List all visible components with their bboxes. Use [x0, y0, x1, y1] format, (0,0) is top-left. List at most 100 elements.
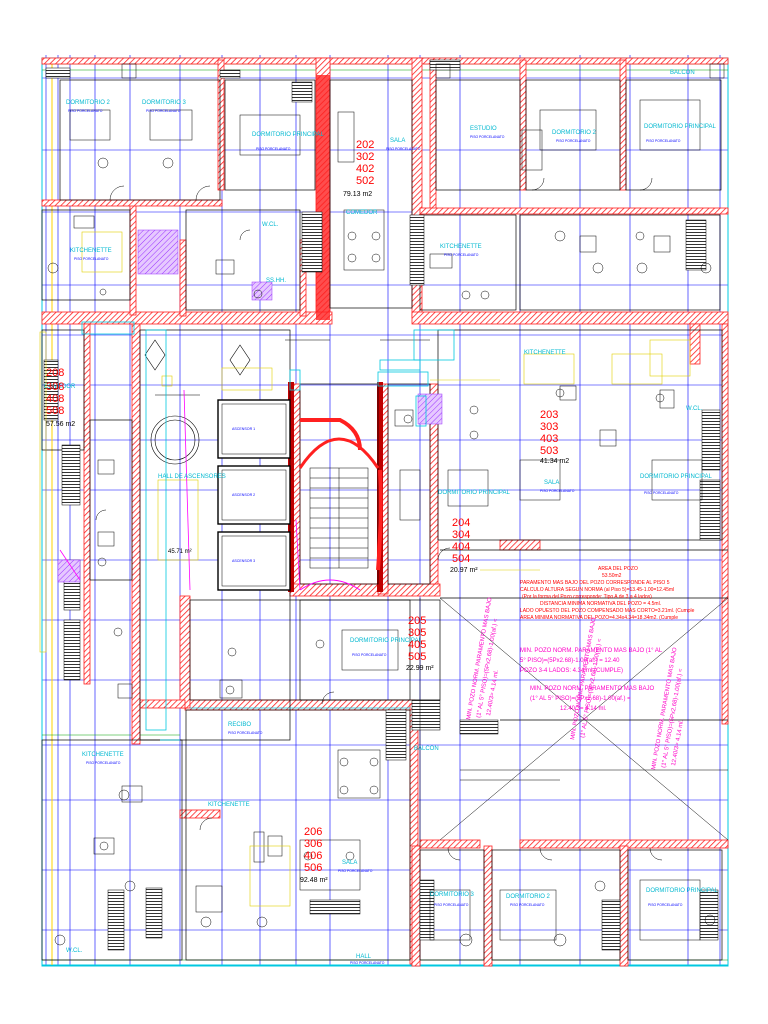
room-dorm2-b: DORMITORIO 2 [552, 130, 597, 136]
fixtures [47, 63, 725, 947]
pozo-line-2: CALCULO ALTURA SEGUN NORMA (al Piso 5)=1… [520, 587, 674, 593]
floor-label: PISO PORCELANATO [540, 489, 575, 493]
unit-202-area: 79.13 m2 [343, 191, 372, 198]
elevator-2-label: ASCENSOR 2 [232, 493, 255, 497]
pozo-calc-6: 12.40/3= 4.14 ml. [560, 706, 607, 712]
floor-label: PISO PORCELANATO [644, 491, 679, 495]
unit-number: 305 [408, 627, 426, 639]
unit-number: 204 [452, 517, 470, 529]
unit-202: 202 302 402 502 [356, 139, 374, 187]
door-swings [95, 177, 663, 861]
room-hall-ascensores: HALL DE ASCENSORES [158, 474, 226, 480]
unit-number: 406 [304, 850, 322, 862]
floor-label: PISO PORCELANATO [386, 147, 421, 151]
unit-number: 306 [304, 838, 322, 850]
room-wcl-b: W.CL. [686, 406, 703, 412]
floor-labels: PISO PORCELANATO PISO PORCELANATO PISO P… [68, 109, 683, 965]
pozo-area: 53.50m2 [602, 573, 622, 579]
lightwell-cross [419, 597, 729, 848]
walls [41, 57, 729, 967]
elevator-1-label: ASCENSOR 1 [232, 427, 255, 431]
floor-label: PISO PORCELANATO [68, 109, 103, 113]
room-dormp-f: DORMITORIO PRINCIPAL [646, 888, 718, 894]
room-balcon-a: BALCON [670, 70, 695, 76]
unit-number: 505 [408, 651, 426, 663]
pozo-line-6: AREA MINIMA NORMATIVA DEL POZO=4.34x4.34… [520, 615, 678, 621]
unit-205: 205 305 405 505 [408, 615, 426, 663]
floor-label: PISO PORCELANATO [86, 761, 121, 765]
room-kitchenette-c: KITCHENETTE [524, 350, 566, 356]
unit-number: 208 [46, 367, 64, 379]
unit-number: 206 [304, 826, 322, 838]
room-recibo: RECIBO [228, 722, 251, 728]
pozo-calc-rotated: MIN. POZO NORM. PARAMENTO MAS BAJO (1° A… [466, 597, 685, 771]
unit-number: 408 [46, 393, 64, 405]
room-dormp-b: DORMITORIO PRINCIPAL [644, 124, 716, 130]
room-wcl-a: W.CL. [262, 222, 279, 228]
room-sshh-a: SS.HH. [266, 278, 286, 284]
pozo-calc-4: MIN. POZO NORM. PARAMENTO MAS BAJO [530, 686, 654, 692]
stair [298, 437, 380, 591]
hall-area: 45.71 m² [168, 549, 192, 555]
unit-203-area: 41.34 m2 [540, 458, 569, 465]
unit-number: 503 [540, 445, 558, 457]
unit-204-area: 20.97 m² [450, 567, 478, 574]
unit-number: 304 [452, 529, 470, 541]
room-dormp-a: DORMITORIO PRINCIPAL [252, 132, 324, 138]
pozo-title: AREA DEL POZO [598, 566, 638, 572]
floor-label: PISO PORCELANATO [510, 903, 545, 907]
furniture [69, 99, 703, 941]
elevator-3-label: ASCENSOR 3 [232, 559, 255, 563]
floor-label: PISO PORCELANATO [256, 147, 291, 151]
room-estudio: ESTUDIO [470, 126, 497, 132]
unit-number: 203 [540, 409, 558, 421]
room-labels: DORMITORIO 2 DORMITORIO 3 DORMITORIO PRI… [44, 70, 718, 960]
room-sala-c: SALA [342, 860, 357, 866]
room-dorm3-a: DORMITORIO 3 [142, 100, 187, 106]
room-comedor-b: COMEDOR [44, 384, 76, 390]
unit-number: 403 [540, 433, 558, 445]
floor-label: PISO PORCELANATO [556, 139, 591, 143]
room-dormp-d: DORMITORIO PRINCIPAL [438, 490, 510, 496]
room-hall: HALL [356, 954, 372, 960]
unit-number: 205 [408, 615, 426, 627]
unit-204: 204 304 404 504 [452, 517, 470, 565]
unit-205-area: 22.99 m² [406, 665, 434, 672]
magenta-lines [59, 389, 301, 591]
pozo-calc-5: (1° AL 5° PISO)=(5Px2.68)-1.00(af.) = [530, 696, 631, 702]
room-balcon-b: BALCON [414, 746, 439, 752]
room-dormp-c: DORMITORIO PRINCIPAL [640, 474, 712, 480]
unit-number: 303 [540, 421, 558, 433]
pozo-calc-3: POZO 3-4 LADOS: 4.34 ml (CUMPLE) [520, 668, 623, 674]
floor-label: PISO PORCELANATO [444, 253, 479, 257]
pozo-line-4: DISTANCIA MINIMA NORMATIVA DEL POZO = 4.… [540, 601, 661, 607]
unit-208: 208 308 408 508 [46, 367, 64, 417]
equipment-yellow [39, 231, 691, 907]
room-kitchenette-b: KITCHENETTE [440, 244, 482, 250]
room-sala-a: SALA [390, 138, 405, 144]
room-sala-b: SALA [544, 480, 559, 486]
pozo-notes: AREA DEL POZO 53.50m2 PARAMENTO MAS BAJO… [520, 566, 695, 621]
room-comedor-a: COMEDOR [346, 210, 378, 216]
floor-label: PISO PORCELANATO [648, 903, 683, 907]
unit-203: 203 303 403 503 [540, 409, 558, 457]
room-kitchenette-a: KITCHENETTE [70, 248, 112, 254]
floor-label: PISO PORCELANATO [434, 903, 469, 907]
unit-206-area: 92.48 m² [300, 877, 328, 884]
core-ornaments [144, 339, 430, 465]
pozo-calc-2: 5° PISO)=(5Px2.68)-1.00(af.) = 12.40 [520, 658, 620, 664]
room-kitchenette-d: KITCHENETTE [82, 752, 124, 758]
room-wcl-c: W.CL. [66, 948, 83, 954]
floor-label: PISO PORCELANATO [74, 257, 109, 261]
pozo-calc-1: MIN. POZO NORM. PARAMENTO MAS BAJO (1° A… [520, 648, 663, 654]
floor-label: PISO PORCELANATO [338, 869, 373, 873]
room-dormp-e: DORMITORIO PRINCIPAL [350, 638, 422, 644]
unit-number: 302 [356, 151, 374, 163]
purple-areas [57, 229, 443, 583]
floor-label: PISO PORCELANATO [646, 139, 681, 143]
unit-number: 508 [46, 405, 64, 417]
core-curves [300, 418, 383, 571]
floor-label: PISO PORCELANATO [146, 109, 181, 113]
floor-label: PISO PORCELANATO [352, 653, 387, 657]
